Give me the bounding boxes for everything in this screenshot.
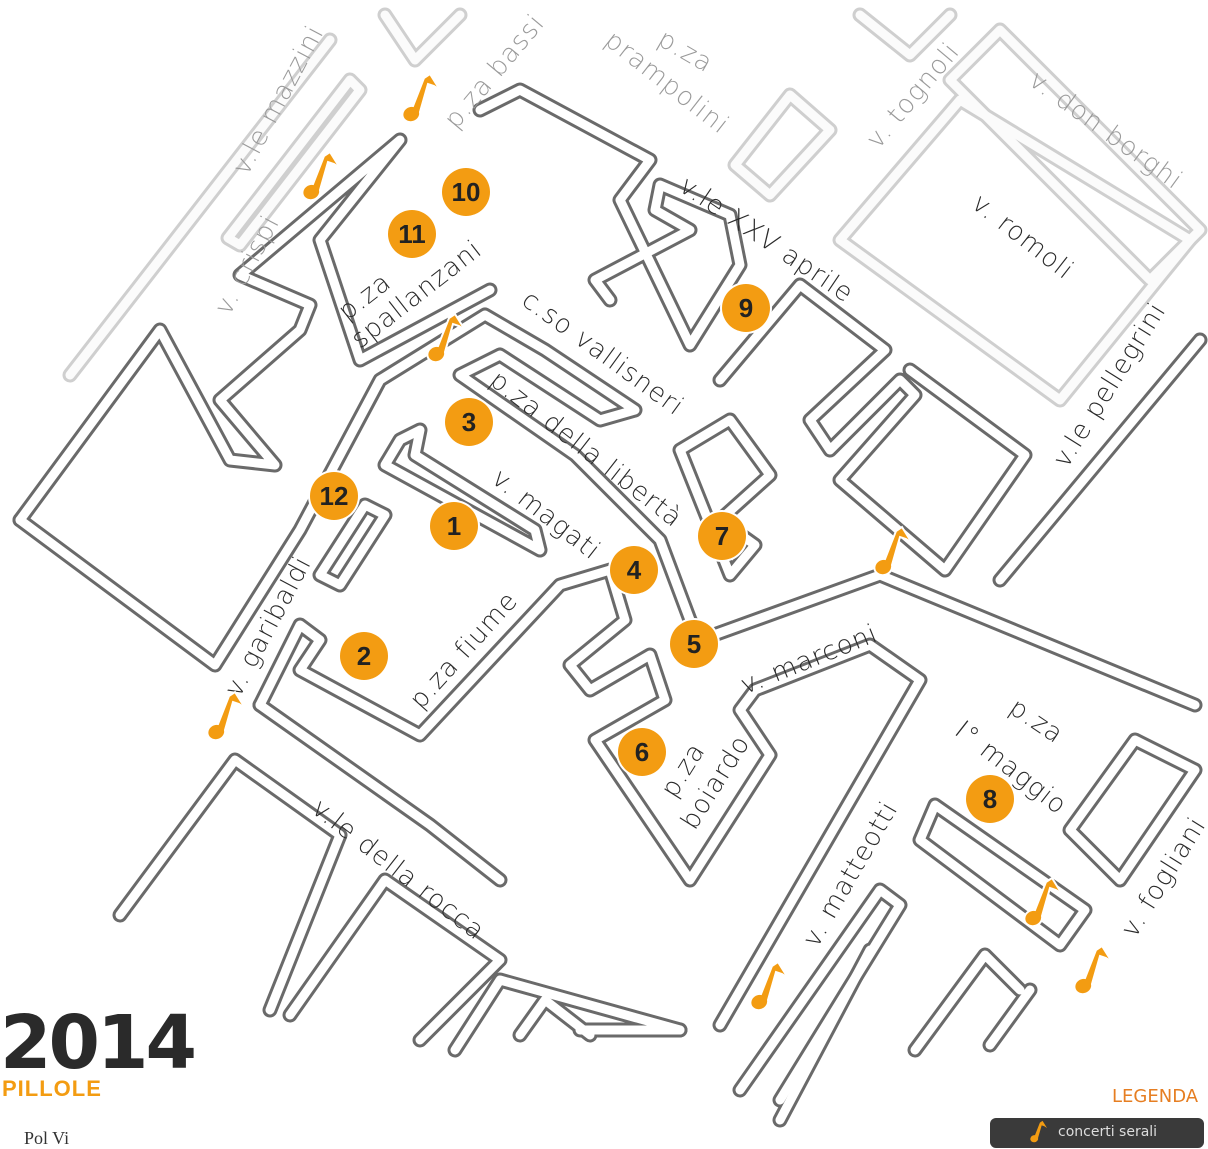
location-marker-7[interactable]: 7 <box>698 512 746 560</box>
music-note-icon[interactable] <box>1072 944 1116 998</box>
location-marker-8[interactable]: 8 <box>966 775 1014 823</box>
location-marker-11[interactable]: 11 <box>388 210 436 258</box>
year-logo: 2014 <box>0 1000 197 1086</box>
location-marker-9[interactable]: 9 <box>722 284 770 332</box>
music-note-icon[interactable] <box>748 960 792 1014</box>
location-marker-10[interactable]: 10 <box>442 168 490 216</box>
music-note-icon[interactable] <box>300 150 344 204</box>
legend-entry: concerti serali <box>990 1118 1204 1148</box>
location-marker-3[interactable]: 3 <box>445 398 493 446</box>
location-marker-5[interactable]: 5 <box>670 620 718 668</box>
music-note-icon[interactable] <box>425 312 469 366</box>
music-note-icon[interactable] <box>205 690 249 744</box>
main-streets <box>12 82 1208 1128</box>
location-marker-1[interactable]: 1 <box>430 502 478 550</box>
music-note-icon[interactable] <box>1022 876 1066 930</box>
faded-streets <box>62 7 1208 408</box>
location-marker-6[interactable]: 6 <box>618 728 666 776</box>
legend-title: LEGENDA <box>1112 1086 1199 1107</box>
legend-entry-label: concerti serali <box>1058 1124 1158 1140</box>
music-note-icon[interactable] <box>400 72 444 126</box>
location-marker-2[interactable]: 2 <box>340 632 388 680</box>
credit-text: Pol Vi <box>24 1128 70 1148</box>
music-note-icon[interactable] <box>872 525 916 579</box>
location-marker-4[interactable]: 4 <box>610 546 658 594</box>
music-note-icon <box>1030 1120 1047 1143</box>
location-marker-12[interactable]: 12 <box>310 472 358 520</box>
event-subtitle: PILLOLE <box>2 1076 102 1101</box>
